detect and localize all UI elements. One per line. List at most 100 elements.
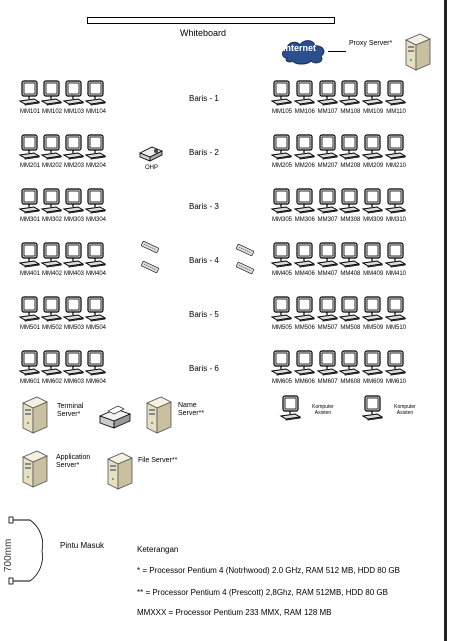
workstation-icon — [316, 188, 338, 220]
workstation-label: MM406 — [294, 271, 315, 277]
workstation-icon — [18, 350, 40, 382]
legend-item: * = Processor Pentium 4 (Notrhwood) 2.0 … — [137, 566, 400, 575]
workstation-icon — [84, 296, 106, 328]
workstation-label: MM605 — [271, 379, 293, 385]
workstation-label: MM208 — [340, 163, 361, 169]
projector-icon — [138, 143, 164, 163]
workstation-label: MM205 — [271, 163, 293, 169]
workstation-label: MM302 — [41, 217, 63, 223]
proxy-server-icon — [402, 32, 432, 72]
internet-cloud-icon — [279, 36, 329, 66]
workstation-icon — [338, 242, 360, 274]
row-label: Baris - 4 — [189, 256, 219, 265]
workstation-icon — [361, 242, 383, 274]
workstation-label: MM606 — [294, 379, 315, 385]
row-label: Baris - 1 — [189, 94, 219, 103]
workstation-icon — [18, 296, 40, 328]
proxy-server-label: Proxy Server* — [349, 40, 393, 47]
workstation-label: MM502 — [41, 325, 63, 331]
workstation-icon — [293, 80, 315, 112]
workstation-label: MM402 — [41, 271, 63, 277]
workstation-label: MM410 — [385, 271, 407, 277]
name-server-icon — [143, 395, 173, 435]
workstation-icon — [18, 242, 40, 274]
workstation-icon — [361, 296, 383, 328]
legend-item: MMXXX = Processor Pentium 233 MMX, RAM 1… — [137, 608, 332, 617]
workstation-icon — [384, 188, 406, 220]
workstation-icon — [84, 350, 106, 382]
workstation-label: MM505 — [271, 325, 293, 331]
name-server-label: Name Server** — [178, 402, 205, 417]
workstation-icon — [384, 242, 406, 274]
workstation-label: MM408 — [340, 271, 361, 277]
workstation-label: MM303 — [63, 217, 85, 223]
workstation-label: MM108 — [340, 109, 361, 115]
workstation-icon — [84, 242, 106, 274]
workstation-label: MM501 — [19, 325, 41, 331]
workstation-icon — [40, 350, 62, 382]
workstation-label: MM309 — [363, 217, 384, 223]
row-label: Baris - 5 — [189, 310, 219, 319]
workstation-label: MM308 — [340, 217, 361, 223]
switch-icon — [234, 243, 256, 258]
workstation-label: MM301 — [19, 217, 41, 223]
assistant-computer-icon — [361, 395, 383, 427]
workstation-icon — [293, 242, 315, 274]
assistant-computer-label: Komputer Asisten — [312, 404, 334, 416]
legend-title: Keterangan — [137, 545, 179, 554]
workstation-label: MM209 — [363, 163, 384, 169]
workstation-label: MM305 — [271, 217, 293, 223]
workstation-icon — [62, 350, 84, 382]
workstation-label: MM607 — [317, 379, 338, 385]
workstation-icon — [40, 188, 62, 220]
workstation-label: MM207 — [317, 163, 338, 169]
workstation-label: MM307 — [317, 217, 338, 223]
workstation-icon — [384, 134, 406, 166]
workstation-icon — [316, 296, 338, 328]
workstation-icon — [316, 80, 338, 112]
workstation-label: MM506 — [294, 325, 315, 331]
workstation-label: MM407 — [317, 271, 338, 277]
workstation-icon — [62, 188, 84, 220]
door-icon — [8, 515, 48, 585]
workstation-icon — [338, 296, 360, 328]
workstation-icon — [293, 350, 315, 382]
workstation-label: MM310 — [385, 217, 407, 223]
workstation-icon — [84, 80, 106, 112]
legend-item: ** = Processor Pentium 4 (Prescott) 2,8G… — [137, 588, 388, 597]
workstation-label: MM110 — [386, 109, 406, 115]
workstation-icon — [62, 242, 84, 274]
workstation-icon — [316, 242, 338, 274]
workstation-icon — [84, 188, 106, 220]
workstation-icon — [270, 242, 292, 274]
application-server-icon — [19, 449, 49, 489]
workstation-icon — [18, 80, 40, 112]
workstation-icon — [316, 134, 338, 166]
workstation-label: MM503 — [63, 325, 85, 331]
workstation-icon — [84, 134, 106, 166]
workstation-label: MM203 — [63, 163, 85, 169]
whiteboard — [87, 17, 335, 24]
workstation-icon — [270, 134, 292, 166]
workstation-label: MM103 — [63, 109, 85, 115]
workstation-icon — [270, 80, 292, 112]
workstation-label: MM504 — [85, 325, 107, 331]
workstation-label: MM210 — [385, 163, 407, 169]
switch-icon — [139, 260, 161, 275]
workstation-icon — [338, 188, 360, 220]
row-label: Baris - 3 — [189, 202, 219, 211]
workstation-label: MM601 — [19, 379, 41, 385]
workstation-icon — [361, 350, 383, 382]
assistant-computer-label: Komputer Asisten — [394, 404, 416, 416]
workstation-label: MM107 — [317, 109, 338, 115]
assistant-computer-icon — [279, 395, 301, 427]
workstation-label: MM508 — [340, 325, 361, 331]
row-label: Baris - 2 — [189, 148, 219, 157]
entrance-label: Pintu Masuk — [60, 541, 105, 550]
whiteboard-label: Whiteboard — [180, 28, 227, 38]
workstation-label: MM201 — [19, 163, 41, 169]
workstation-label: MM409 — [363, 271, 384, 277]
workstation-icon — [62, 80, 84, 112]
proxy-link-line — [328, 51, 346, 52]
workstation-icon — [361, 134, 383, 166]
